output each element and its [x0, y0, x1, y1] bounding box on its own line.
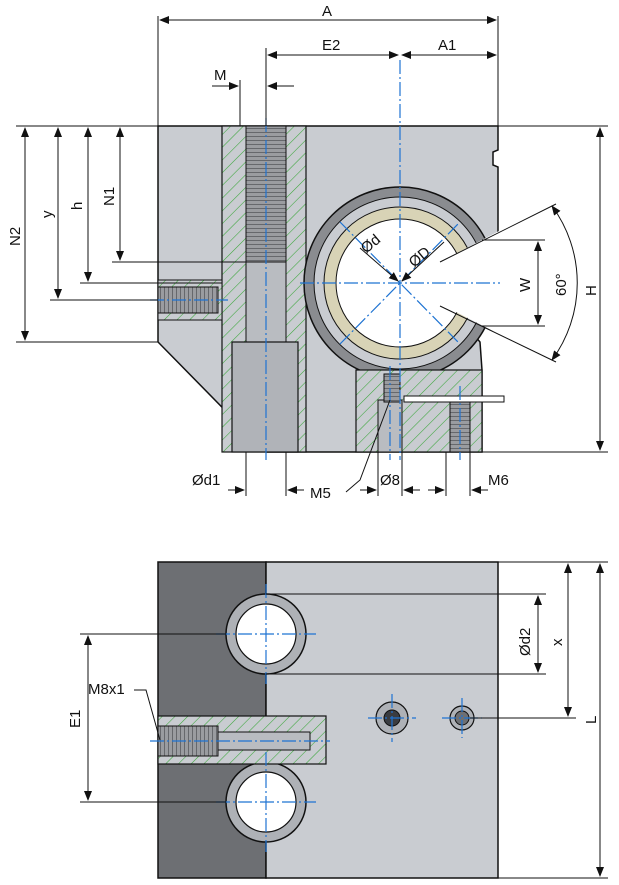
label-H: H [583, 285, 600, 296]
label-d1: Ød1 [192, 472, 220, 489]
dimension-lines-plan [80, 561, 608, 879]
plan-view [80, 561, 608, 879]
front-section-view [16, 16, 610, 496]
label-angle: 60° [553, 273, 570, 296]
label-x: x [549, 638, 566, 646]
label-W: W [517, 277, 534, 292]
label-M6: M6 [488, 472, 509, 489]
label-E2: E2 [322, 37, 340, 54]
centerlines [150, 60, 500, 460]
label-M: M [214, 67, 227, 84]
label-d2: Ød2 [517, 628, 534, 656]
label-N1: N1 [101, 187, 118, 206]
label-E1: E1 [67, 710, 84, 728]
counterbore-lower [231, 341, 299, 453]
label-N2: N2 [7, 227, 24, 246]
label-A1: A1 [438, 37, 456, 54]
dimension-lines-top [16, 16, 608, 496]
label-h: h [69, 202, 86, 210]
label-M5: M5 [310, 485, 331, 502]
label-A: A [322, 3, 332, 20]
label-M8x1: M8x1 [88, 681, 125, 698]
label-y: y [39, 210, 56, 218]
label-L: L [583, 716, 600, 724]
label-d8: Ø8 [380, 472, 400, 489]
